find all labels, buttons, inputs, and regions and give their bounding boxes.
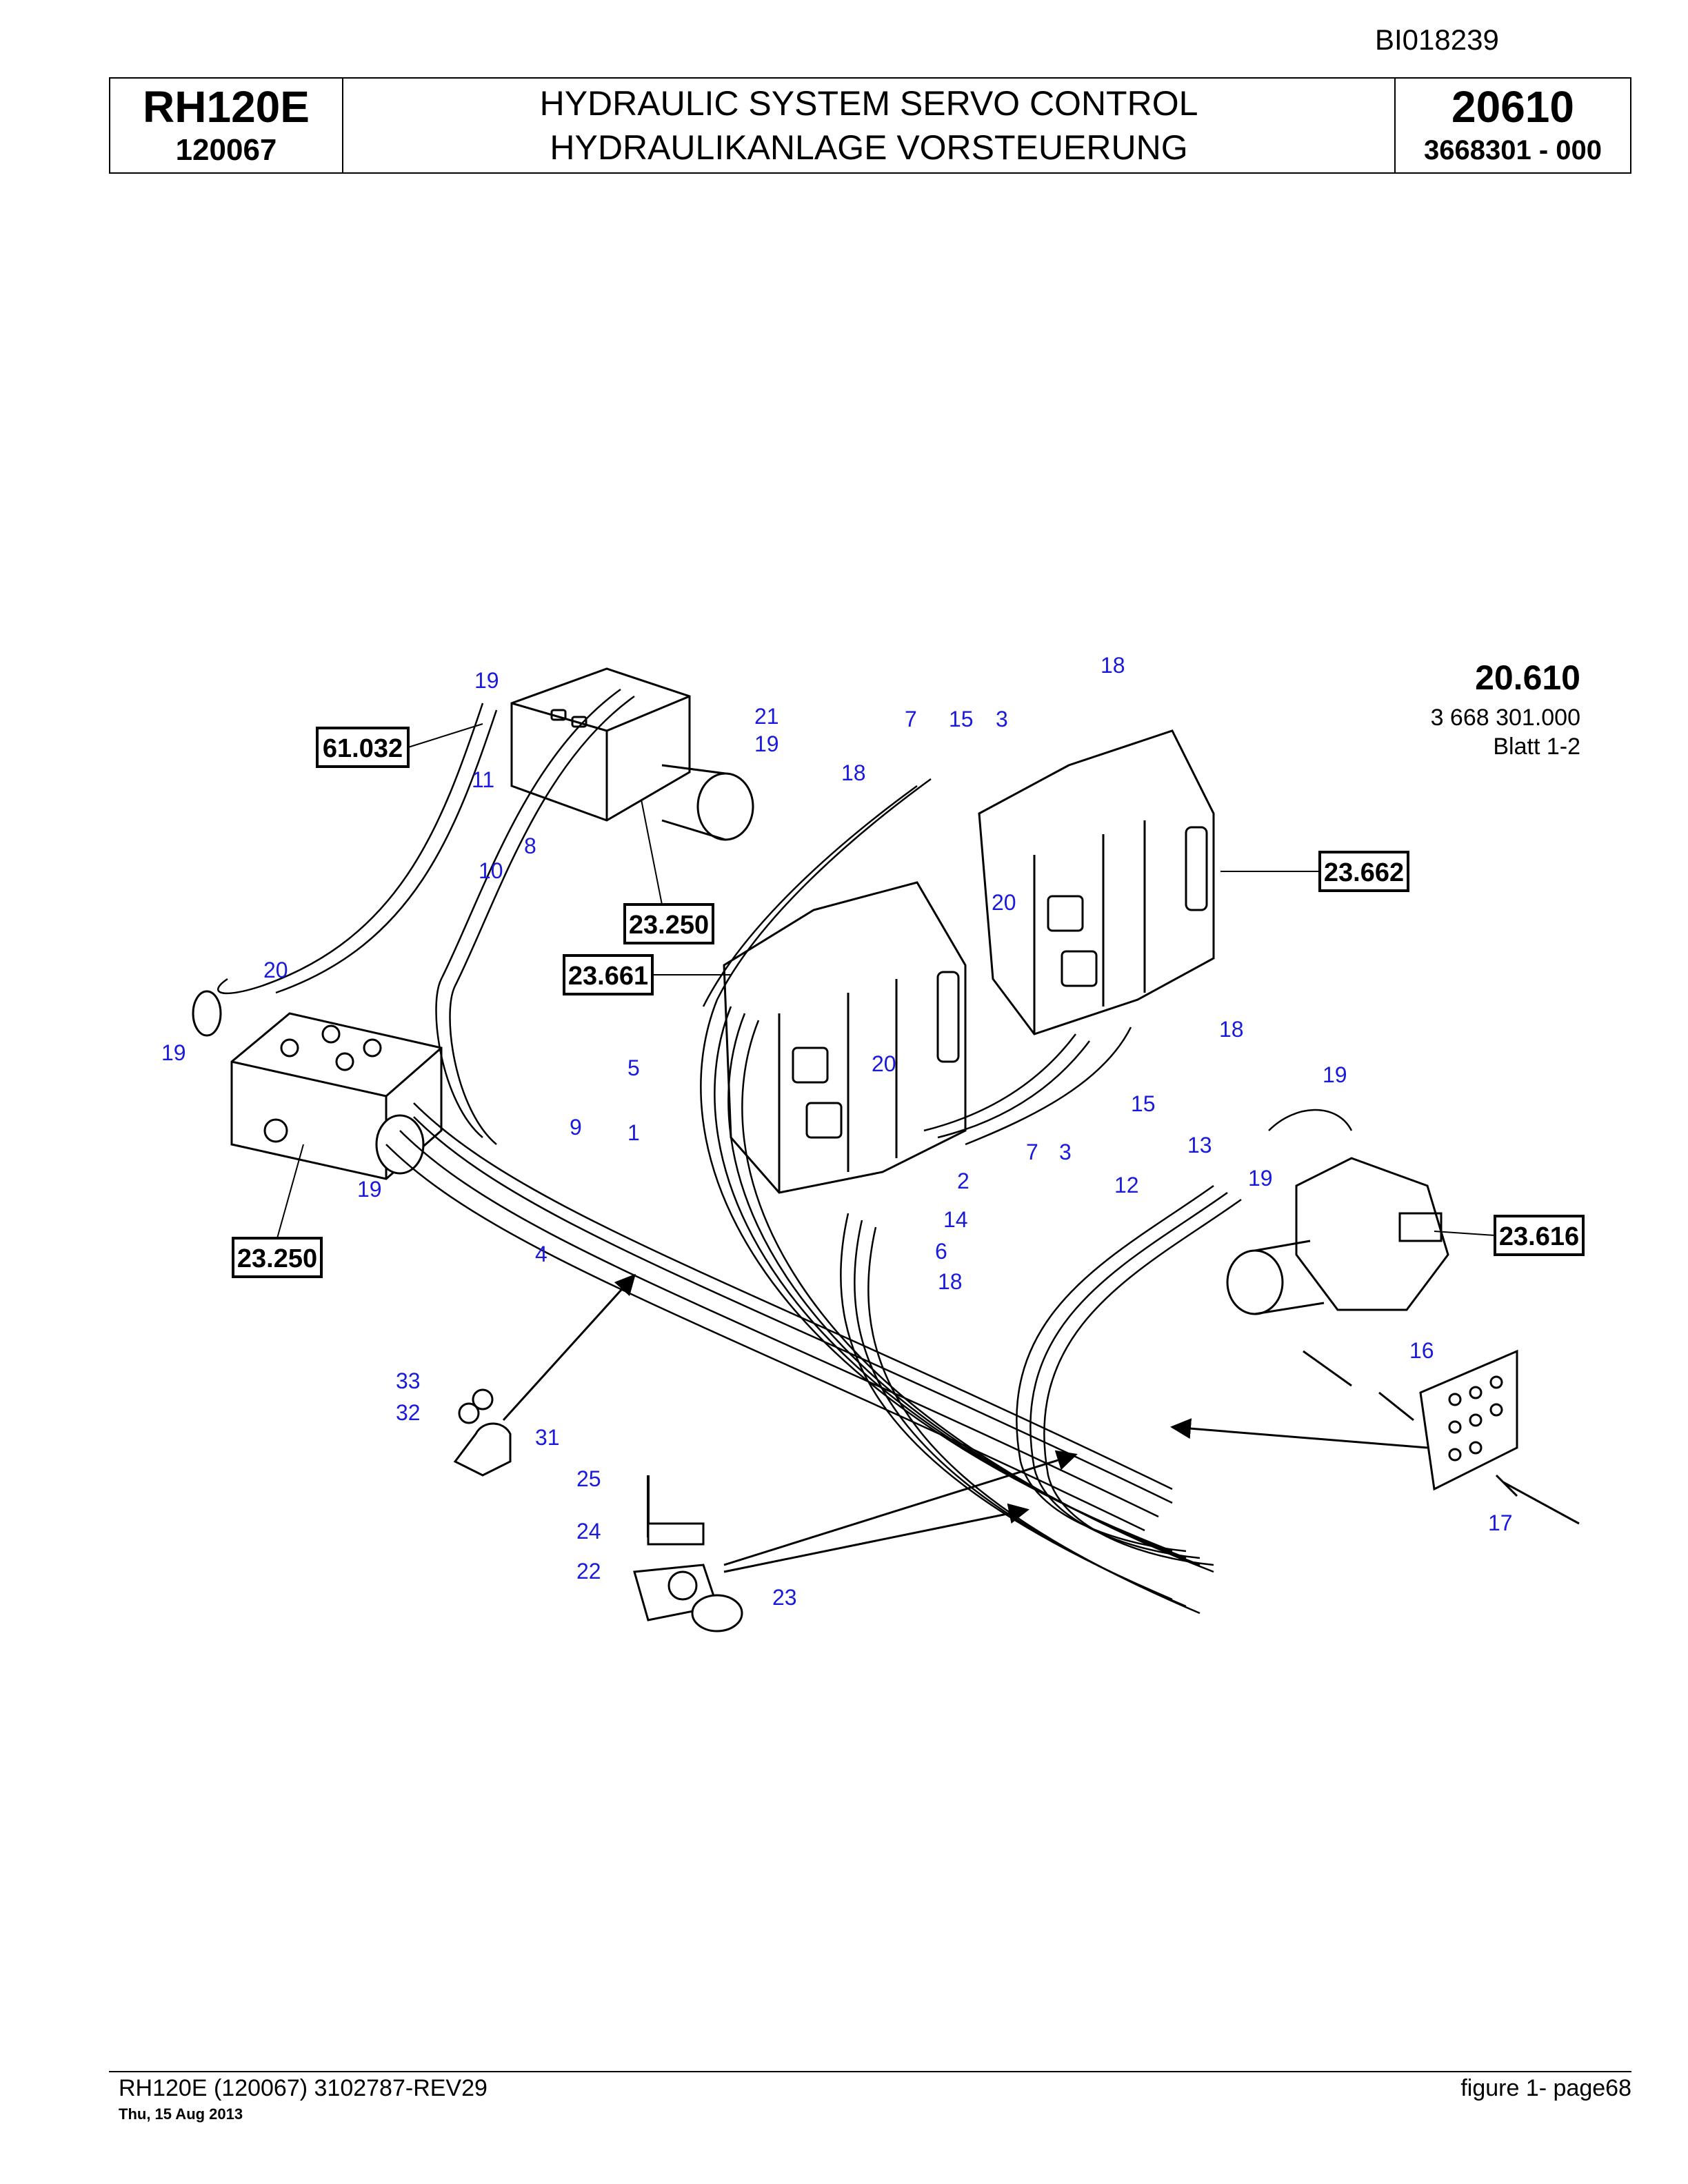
footer-rule: [109, 2071, 1631, 2072]
ref-box: 23.250: [232, 1144, 323, 1278]
item-callout-22: 22: [576, 1559, 601, 1584]
footer-page: figure 1- page68: [1460, 2075, 1631, 2101]
group-number: 20610: [1451, 82, 1574, 132]
item-callout-20: 20: [872, 1051, 896, 1076]
ref-label: 23.616: [1499, 1222, 1579, 1251]
control-valve-rear: [978, 729, 1215, 1035]
item-callout-19: 19: [1323, 1062, 1347, 1087]
item-callout-19: 19: [161, 1040, 186, 1065]
item-callout-7: 7: [1026, 1140, 1038, 1164]
item-callout-3: 3: [996, 707, 1008, 731]
clamp-22-24-25: [633, 1475, 743, 1632]
item-callout-10: 10: [479, 858, 503, 883]
hydraulic-components: [192, 667, 1580, 1632]
model-cell: RH120E 120067: [110, 79, 343, 172]
item-callout-18: 18: [841, 760, 866, 785]
ref-box: 23.662: [1220, 851, 1409, 892]
item-callout-32: 32: [396, 1400, 421, 1425]
fitting-16: [1303, 1350, 1414, 1422]
left-valve-block: [192, 990, 443, 1180]
pointer-arrows: [502, 1273, 1428, 1573]
ref-label: 61.032: [323, 734, 403, 763]
item-callout-8: 8: [524, 833, 536, 858]
title-english: HYDRAULIC SYSTEM SERVO CONTROL: [539, 84, 1198, 123]
ref-box: 23.616: [1434, 1215, 1585, 1256]
rotary-joint: [1226, 1157, 1449, 1315]
item-callout-13: 13: [1187, 1133, 1212, 1157]
item-callout-21: 21: [754, 704, 779, 729]
part-number: 3668301 - 000: [1423, 135, 1602, 165]
ref-label: 23.250: [629, 911, 709, 940]
item-callout-15: 15: [1131, 1091, 1156, 1116]
ref-label: 23.661: [568, 962, 648, 991]
ref-label: 23.662: [1324, 858, 1404, 887]
drawing-number: 3 668 301.000: [1431, 705, 1580, 731]
fitting-17: [1495, 1474, 1580, 1525]
ref-box: 23.250: [623, 799, 714, 944]
item-callout-19: 19: [754, 731, 779, 756]
item-callout-23: 23: [772, 1585, 797, 1610]
hose-bundle: [217, 688, 1353, 1615]
item-callout-5: 5: [627, 1055, 640, 1080]
control-valve-front: [723, 881, 967, 1194]
document-id: BI018239: [1375, 23, 1499, 56]
item-callout-19: 19: [357, 1177, 382, 1202]
ref-box: 61.032: [316, 723, 483, 768]
title-cell: HYDRAULIC SYSTEM SERVO CONTROL HYDRAULIK…: [343, 79, 1396, 172]
footer-source: RH120E (120067) 3102787-REV29: [119, 2075, 488, 2101]
item-callout-19: 19: [474, 668, 499, 693]
serial-number: 120067: [175, 133, 277, 167]
ref-label: 23.250: [237, 1244, 317, 1273]
item-callout-25: 25: [576, 1466, 601, 1491]
item-callout-18: 18: [1101, 653, 1125, 678]
item-callout-18: 18: [938, 1269, 963, 1294]
title-block: RH120E 120067 HYDRAULIC SYSTEM SERVO CON…: [109, 77, 1631, 174]
item-callout-16: 16: [1409, 1338, 1434, 1363]
item-callout-1: 1: [627, 1120, 640, 1145]
item-callout-9: 9: [570, 1115, 582, 1140]
item-callout-17: 17: [1488, 1510, 1513, 1535]
upper-valve-block: [510, 667, 754, 841]
item-callout-31: 31: [535, 1425, 560, 1450]
item-callout-4: 4: [535, 1242, 547, 1266]
model-name: RH120E: [143, 82, 310, 132]
item-callout-24: 24: [576, 1519, 601, 1544]
item-callout-20: 20: [992, 890, 1016, 915]
footer-date: Thu, 15 Aug 2013: [119, 2105, 243, 2123]
item-callout-20: 20: [263, 958, 288, 982]
reference-boxes: 61.032 23.250 23.661 23.662 23.616 23.25…: [232, 723, 1585, 1278]
item-callout-6: 6: [935, 1239, 947, 1264]
item-callout-11: 11: [472, 767, 494, 792]
clamp-31: [453, 1388, 512, 1477]
item-callout-15: 15: [949, 707, 974, 731]
item-callout-33: 33: [396, 1368, 421, 1393]
item-callout-2: 2: [957, 1169, 969, 1193]
title-german: HYDRAULIKANLAGE VORSTEUERUNG: [550, 128, 1188, 167]
item-callout-12: 12: [1114, 1173, 1139, 1197]
connector-plate: [1419, 1349, 1518, 1491]
drawing-sheet: Blatt 1-2: [1493, 734, 1580, 760]
item-callout-19: 19: [1248, 1166, 1273, 1191]
drawing-group: 20.610: [1475, 658, 1580, 697]
item-callout-7: 7: [905, 707, 917, 731]
item-callout-14: 14: [943, 1207, 968, 1232]
ref-box: 23.661: [563, 954, 731, 995]
group-cell: 20610 3668301 - 000: [1396, 79, 1630, 172]
item-callout-3: 3: [1059, 1140, 1072, 1164]
item-callout-18: 18: [1219, 1017, 1244, 1042]
